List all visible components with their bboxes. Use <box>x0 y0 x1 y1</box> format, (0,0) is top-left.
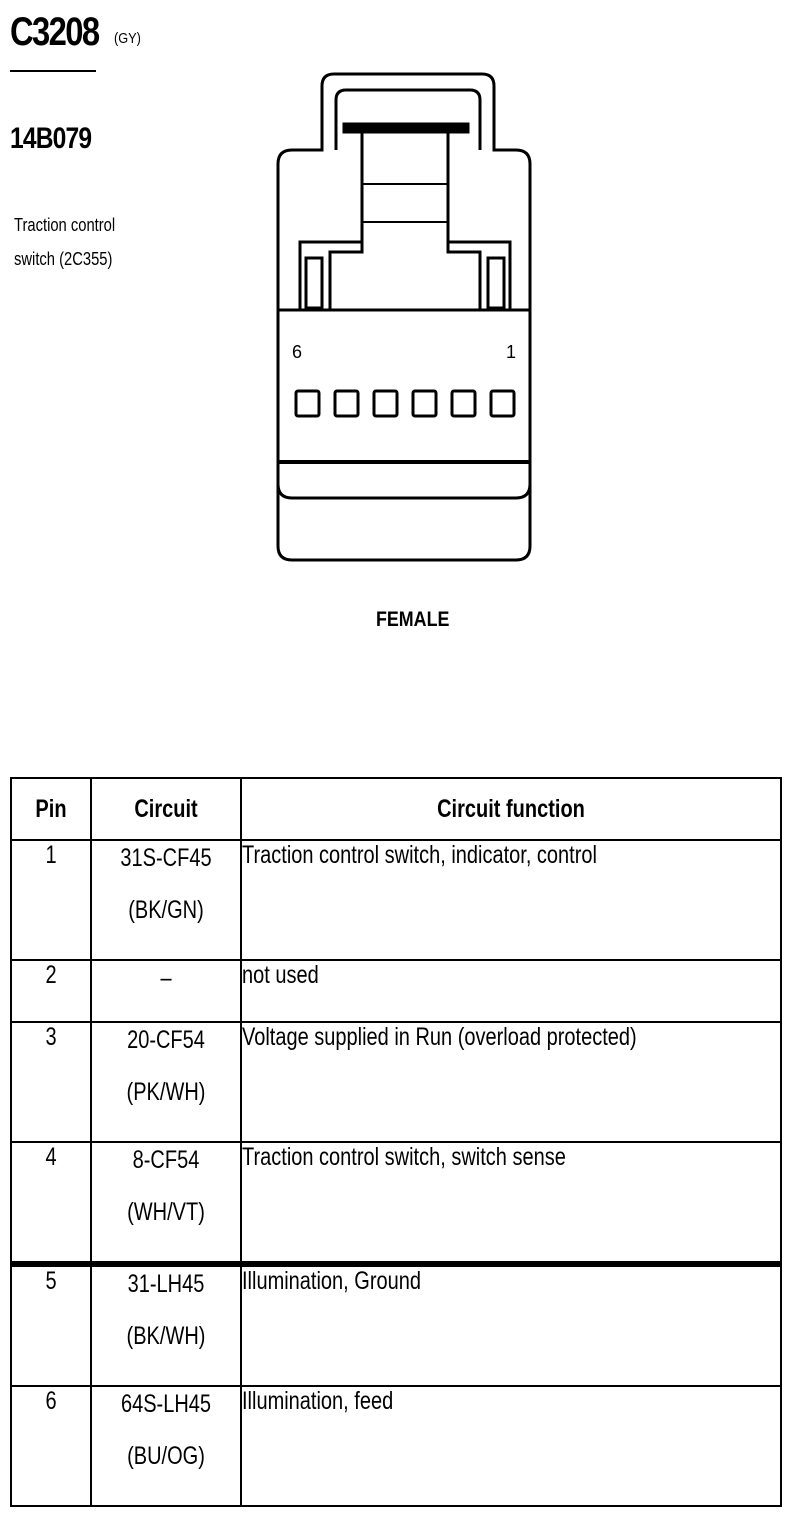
left-lock-tab <box>304 256 324 310</box>
pin-cell: 2 <box>10 959 92 1023</box>
circuit-cell: 20-CF54 (PK/WH) <box>90 1021 242 1143</box>
connector-gender: FEMALE <box>376 608 450 631</box>
connector-face-diagram: 6 1 <box>276 72 532 562</box>
circuit-cell: – <box>90 959 242 1023</box>
function-cell: Voltage supplied in Run (overload protec… <box>240 1021 782 1143</box>
cavity-6 <box>294 389 321 418</box>
circuit-cell: 8-CF54 (WH/VT) <box>90 1141 242 1265</box>
part-number: 14B079 <box>10 122 92 155</box>
component-line-1: Traction control <box>14 215 116 235</box>
pin-label-6: 6 <box>292 342 302 362</box>
table-row: 5 31-LH45 (BK/WH) Illumination, Ground <box>10 1261 782 1387</box>
component-description: Traction control switch (2C355) <box>14 208 137 276</box>
connector-body-outline <box>276 72 532 562</box>
cavity-3 <box>411 389 438 418</box>
latch-outline <box>334 88 482 150</box>
table-header-row: Pin Circuit Circuit function <box>10 777 782 841</box>
cavity-2 <box>450 389 477 418</box>
lower-lip <box>276 462 532 500</box>
pin-cell: 5 <box>10 1261 92 1387</box>
header-pin: Pin <box>10 777 92 841</box>
function-cell: Traction control switch, indicator, cont… <box>240 839 782 961</box>
cavity-4 <box>372 389 399 418</box>
function-cell: Illumination, feed <box>240 1385 782 1507</box>
pin-label-1: 1 <box>506 342 516 362</box>
table-row: 1 31S-CF45 (BK/GN) Traction control swit… <box>10 839 782 961</box>
pin-cell: 4 <box>10 1141 92 1265</box>
header-circuit-function: Circuit function <box>240 777 782 841</box>
circuit-cell: 64S-LH45 (BU/OG) <box>90 1385 242 1507</box>
table-row: 4 8-CF54 (WH/VT) Traction control switch… <box>10 1141 782 1265</box>
circuit-cell: 31-LH45 (BK/WH) <box>90 1261 242 1387</box>
pin-cell: 1 <box>10 839 92 961</box>
table-row: 3 20-CF54 (PK/WH) Voltage supplied in Ru… <box>10 1021 782 1143</box>
cavity-5 <box>333 389 360 418</box>
connector-color: (GY) <box>114 30 141 47</box>
pin-cell: 6 <box>10 1385 92 1507</box>
right-lock-tab <box>486 256 506 310</box>
pin-cell: 3 <box>10 1021 92 1143</box>
function-cell: Traction control switch, switch sense <box>240 1141 782 1265</box>
table-row: 6 64S-LH45 (BU/OG) Illumination, feed <box>10 1385 782 1507</box>
component-line-2: switch (2C355) <box>14 249 113 269</box>
function-cell: not used <box>240 959 782 1023</box>
circuit-cell: 31S-CF45 (BK/GN) <box>90 839 242 961</box>
latch-bar <box>342 122 470 134</box>
table-row: 2 – not used <box>10 959 782 1023</box>
cavity-1 <box>489 389 516 418</box>
connector-id: C3208 <box>10 10 100 54</box>
function-cell: Illumination, Ground <box>240 1261 782 1387</box>
header-circuit: Circuit <box>90 777 242 841</box>
title-underline <box>10 70 96 72</box>
pinout-table: Pin Circuit Circuit function 1 31S-CF45 … <box>10 777 782 1507</box>
